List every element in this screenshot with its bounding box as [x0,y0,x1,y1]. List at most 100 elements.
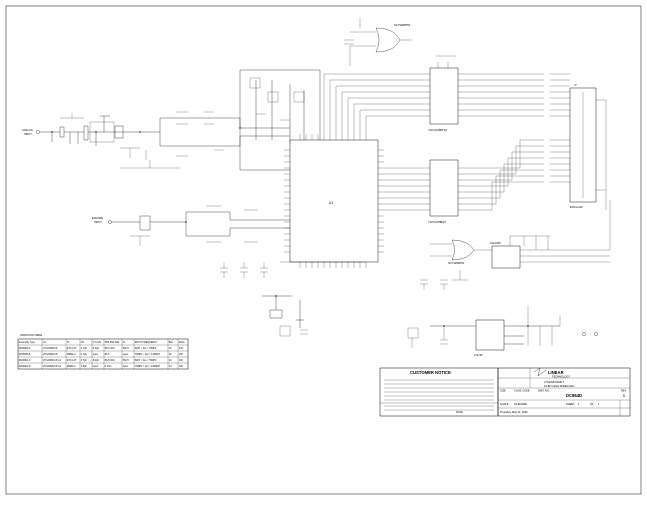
regulator-section: LT1763 [407,306,598,357]
gnd-terminal [594,332,598,336]
variation-table-cell: 14 [169,365,172,368]
variation-table-header: C7,C29 [93,341,102,344]
variation-table-cell: 86.6 49.9 [105,347,116,350]
adc-decoupling [220,261,448,290]
variation-table-header: Bits [169,341,174,344]
variation-table-cell: open [123,353,129,356]
power-jumper-section [262,295,308,337]
variation-table-header: U1 [43,341,47,344]
jumper-section [239,69,321,171]
variation-table-cell: 8.2pF [93,347,100,350]
rev-value: D [623,394,626,398]
variation-table-cell: 70MHz < Ain < 140MHz [135,353,161,356]
adc-body [289,139,379,263]
variation-table-cell: LTC2208CUP-14 [43,365,62,368]
of-value: 1 [598,402,600,406]
company-logo [533,367,547,377]
variation-table-cell: LTC2208CUP [43,353,58,356]
variation-table-header: Msps [179,341,186,344]
analog-input-section: ANALOG INPUT [22,111,290,169]
variation-table-frame [17,338,189,370]
variation-table-cell: 16 [169,353,172,356]
date-value: Thursday, May 11, 2006 [500,410,528,414]
variation-table-cell: DC864D-A [19,347,31,350]
variation-table-cell: 4.7pF [81,359,88,362]
cage-label: CAGE CODE [514,389,530,393]
variation-table-cell: LTC2208CUP [43,347,58,350]
variation-table-cell: 4.7pF [81,353,88,356]
variation-table-cell: MABA-1 [67,365,77,368]
eeprom-section: NC7SZ86P5X 24LC025 [430,200,611,281]
sheet-value: 1 [578,402,580,406]
variation-table-cell: open [93,353,99,356]
clock-gate-top-label: NC7SZ86P5X [394,23,411,27]
variation-table-cell: open [123,365,129,368]
adc-chip: U1 [284,134,384,268]
variation-table-cell: DC864D-C [19,359,31,362]
variation-table-cell: 5kHz < Ain < 70MHz [135,347,158,350]
board-number: DC864D [566,393,582,398]
analog-input-connector [36,130,40,134]
variation-table-header: INPUT FREQUENCY [135,341,158,344]
variation-table: VARIATION TABLE Assembly Type U1 T1 C5 C7,C2… [17,333,189,370]
variation-table-cell: 130 [179,365,184,368]
product-line-1: LTC2208 FAMILY [544,380,564,384]
filename-label: FILENAME [514,402,527,406]
size-label: SIZE [500,389,506,393]
vcc-terminal [582,332,586,336]
analog-input-label-1: ANALOG [22,128,33,132]
buffer-u4-body [429,67,459,125]
sheet-border [5,5,642,495]
variation-table-cell: 130 [179,347,184,350]
rev-label: REV [621,389,627,393]
upper-data-bus [323,73,430,134]
variation-table-cell: 130 [179,353,184,356]
variation-table-cell: 70MHz < Ain < 140MHz [135,365,161,368]
variation-table-cell: open [93,365,99,368]
variation-table-cell: 130 [179,359,184,362]
variation-table-header: C5 [81,341,85,344]
variation-table-cell: 86.6 [105,353,110,356]
variation-table-cell: 56nH [123,347,129,350]
variation-table-cell: MABA-1 [67,353,77,356]
variation-table-cell: 0 ohm [105,365,112,368]
variation-table-cell: LTC2208CUP-14 [43,359,62,362]
connector-part-label: EDS1-H30 [570,205,583,209]
product-line-2: 16-BIT HIGH SPEED ADC [544,384,575,388]
title-block: LINEAR TECHNOLOGY LTC2208 FAMILY 16-BIT … [456,367,631,417]
date-label: DATE [456,410,463,414]
buffer-u4-label: 74LCX245BTSS [428,128,447,132]
buffer-u4: 74LCX245BTSS [428,55,538,132]
variation-table-cell: ETC1-1T [67,359,77,362]
eeprom-body [491,245,521,269]
of-label: OF [590,402,594,406]
variation-table-header: R89,R91,R42 [105,341,120,344]
adc-designator: U1 [329,201,333,205]
encode-input-label-1: ENCODE [92,216,103,220]
dwg-label: DWG NO. [538,389,550,393]
encode-input-label-2: INPUT [94,220,102,224]
company-name-top: LINEAR [548,370,564,375]
variation-table-cell: 16 [169,347,172,350]
variation-table-title: VARIATION TABLE [20,333,43,337]
clock-gate-lower-label: NC7SZ86P5X [448,261,465,265]
variation-table-header: L1 [123,341,126,344]
variation-table-cell: 14 [169,359,172,362]
encode-input-section: ENCODE INPUT [92,205,290,246]
junction-dots [51,127,529,327]
variation-table-cell: 5kHz < Ain < 70MHz [135,359,158,362]
eeprom-label: 24LC025 [490,241,501,245]
variation-table-cell: ETC1-1T [67,347,77,350]
variation-table-cell: 8.2pF [93,359,100,362]
buffer-u5-body [429,159,459,217]
variation-table-cell: 4.7pF [81,347,88,350]
lower-data-bus [384,167,430,211]
sheet-label: SHEET [566,402,575,406]
series-resistors [538,73,570,183]
variation-table-header: T1 [67,341,70,344]
clock-gate-top: NC7SZ86P5X [344,18,412,66]
variation-table-cell: 56nH [123,359,129,362]
variation-table-cell: DC864D-B [19,353,31,356]
variation-table-header: Assembly Type [19,341,36,344]
